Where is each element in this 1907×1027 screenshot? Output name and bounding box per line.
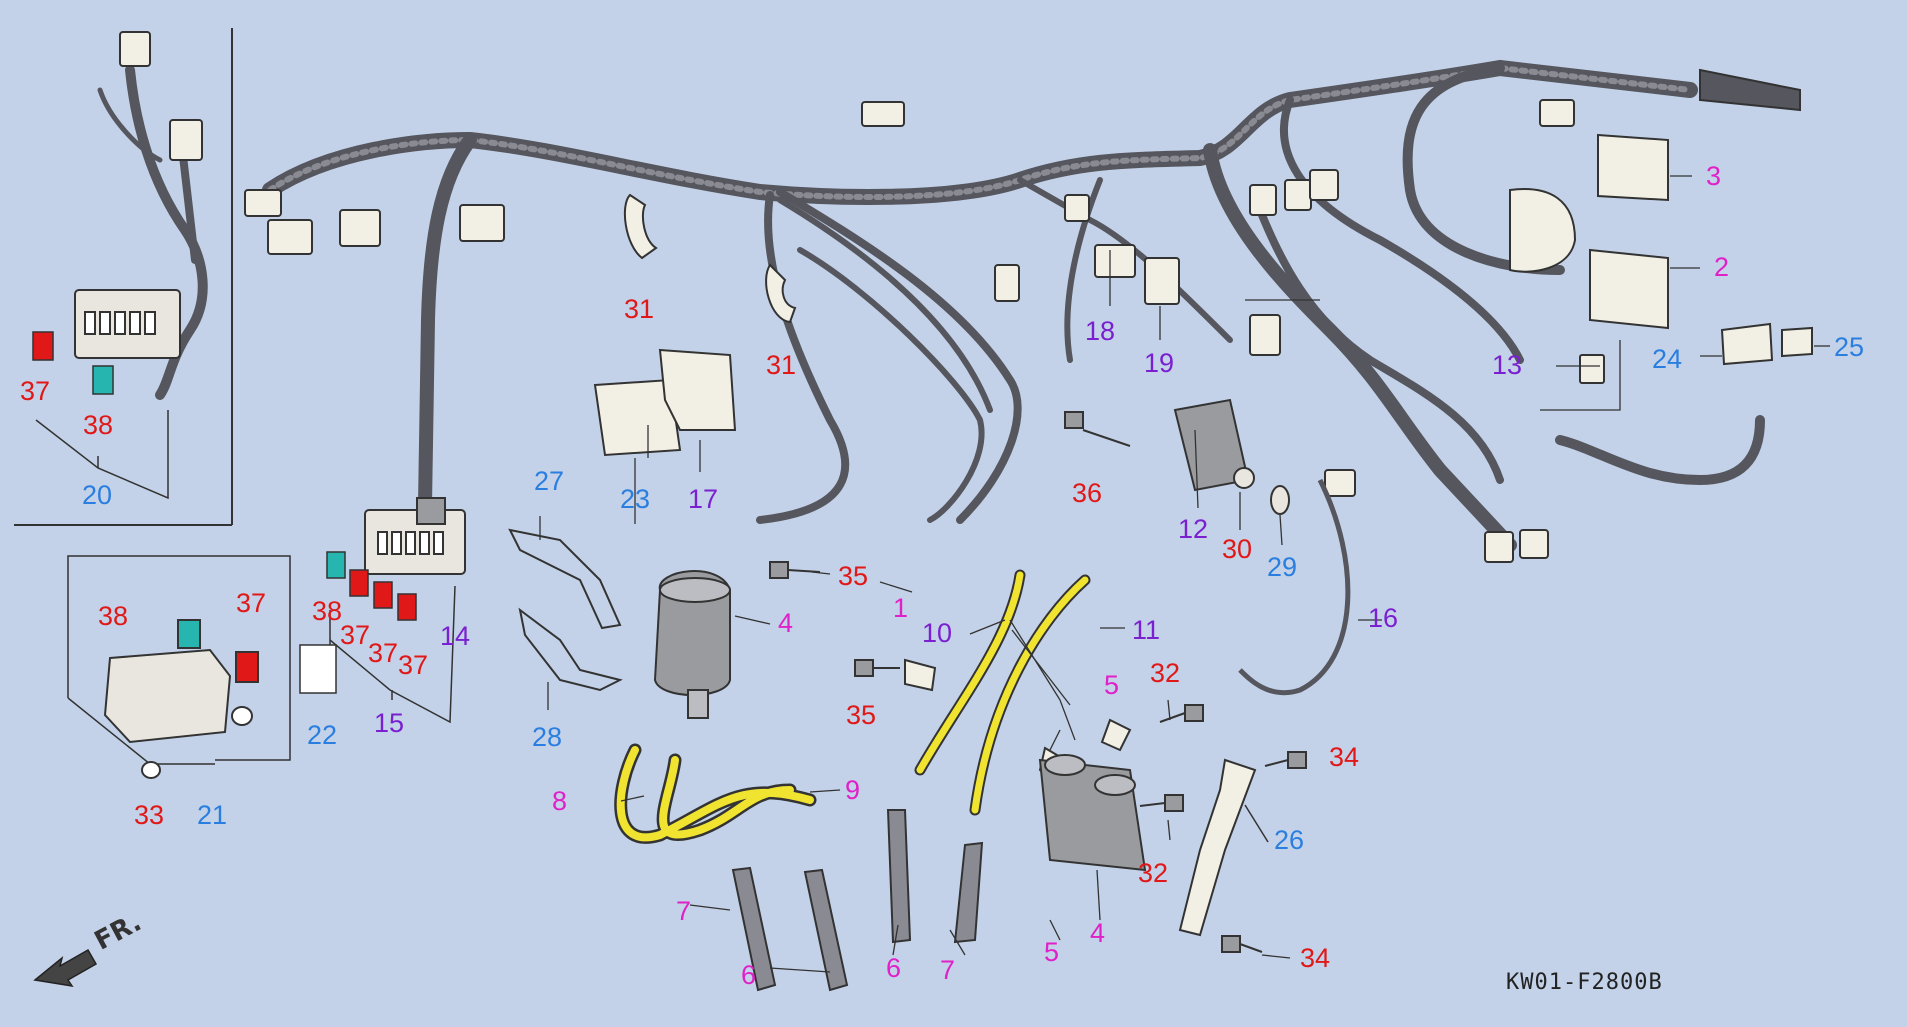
- inset-fuses: [32, 331, 114, 395]
- bolts: [769, 411, 1307, 953]
- callout-37: 37: [368, 638, 399, 668]
- callout-7: 7: [940, 955, 956, 985]
- fuses-14: [326, 551, 417, 621]
- callout-17: 17: [688, 484, 719, 514]
- label-plate-22: [299, 644, 337, 694]
- callout-2: 2: [1714, 252, 1730, 282]
- callout-19: 19: [1144, 348, 1175, 378]
- callout-22: 22: [307, 720, 338, 750]
- starter-solenoid-4: [653, 570, 731, 719]
- callout-4: 4: [778, 608, 794, 638]
- diagram-code: KW01-F2800B: [1506, 970, 1663, 995]
- callout-20: 20: [82, 480, 113, 510]
- callout-30: 30: [1222, 534, 1253, 564]
- callout-1: 1: [893, 593, 909, 623]
- callout-34: 34: [1300, 943, 1331, 973]
- high-tension-cords-fill: [616, 571, 1089, 842]
- callout-26: 26: [1274, 825, 1305, 855]
- callout-37: 37: [236, 588, 267, 618]
- front-arrow-icon: [33, 948, 98, 988]
- callout-5: 5: [1044, 937, 1060, 967]
- callout-21: 21: [197, 800, 228, 830]
- callout-23: 23: [620, 484, 651, 514]
- callout-6: 6: [741, 960, 757, 990]
- callout-4: 4: [1090, 918, 1106, 948]
- callout-29: 29: [1267, 552, 1298, 582]
- callout-34: 34: [1329, 742, 1360, 772]
- callout-11: 11: [1132, 615, 1161, 645]
- callout-31: 31: [624, 294, 655, 324]
- callout-leaders: [539, 175, 1830, 973]
- regulator-rectifier-12: [1173, 398, 1290, 515]
- callout-38: 38: [312, 596, 343, 626]
- inset-frame: [14, 28, 233, 526]
- callout-6: 6: [886, 953, 902, 983]
- callout-32: 32: [1138, 858, 1169, 888]
- brackets: [508, 68, 1813, 937]
- callout-14: 14: [440, 621, 471, 651]
- wire-16: [1238, 478, 1351, 696]
- fuse-box-14: [364, 497, 466, 575]
- callout-36: 36: [1072, 478, 1103, 508]
- connectors: [119, 31, 1575, 563]
- callout-16: 16: [1368, 603, 1399, 633]
- callout-38: 38: [98, 601, 129, 631]
- callout-24: 24: [1652, 344, 1683, 374]
- main-wire-harness: [262, 59, 1765, 552]
- callout-12: 12: [1178, 514, 1209, 544]
- callout-3: 3: [1706, 161, 1722, 191]
- bracket-26-line: [1244, 804, 1269, 843]
- callout-8: 8: [552, 786, 568, 816]
- callout-25: 25: [1834, 332, 1865, 362]
- callout-9: 9: [845, 775, 861, 805]
- callout-10: 10: [922, 618, 953, 648]
- callout-37: 37: [20, 376, 51, 406]
- spark-plug-caps: [731, 809, 984, 992]
- callout-28: 28: [532, 722, 563, 752]
- callout-13: 13: [1492, 350, 1523, 380]
- callout-27: 27: [534, 466, 565, 496]
- callout-7: 7: [676, 896, 692, 926]
- callout-37: 37: [398, 650, 429, 680]
- callout-15: 15: [374, 708, 405, 738]
- callout-35: 35: [838, 561, 869, 591]
- inset-leader-lines: [35, 410, 169, 500]
- callout-35: 35: [846, 700, 877, 730]
- callout-31: 31: [766, 350, 797, 380]
- ignition-coil-4: [1038, 754, 1147, 872]
- callout-37: 37: [340, 620, 371, 650]
- callout-18: 18: [1085, 316, 1116, 346]
- callout-32: 32: [1150, 658, 1181, 688]
- fuse-box-21: [103, 619, 259, 779]
- leader-lines-14-15: [329, 585, 456, 724]
- callout-5: 5: [1104, 670, 1120, 700]
- inset-fuse-box: [74, 289, 181, 359]
- callout-33: 33: [134, 800, 165, 830]
- callout-38: 38: [83, 410, 114, 440]
